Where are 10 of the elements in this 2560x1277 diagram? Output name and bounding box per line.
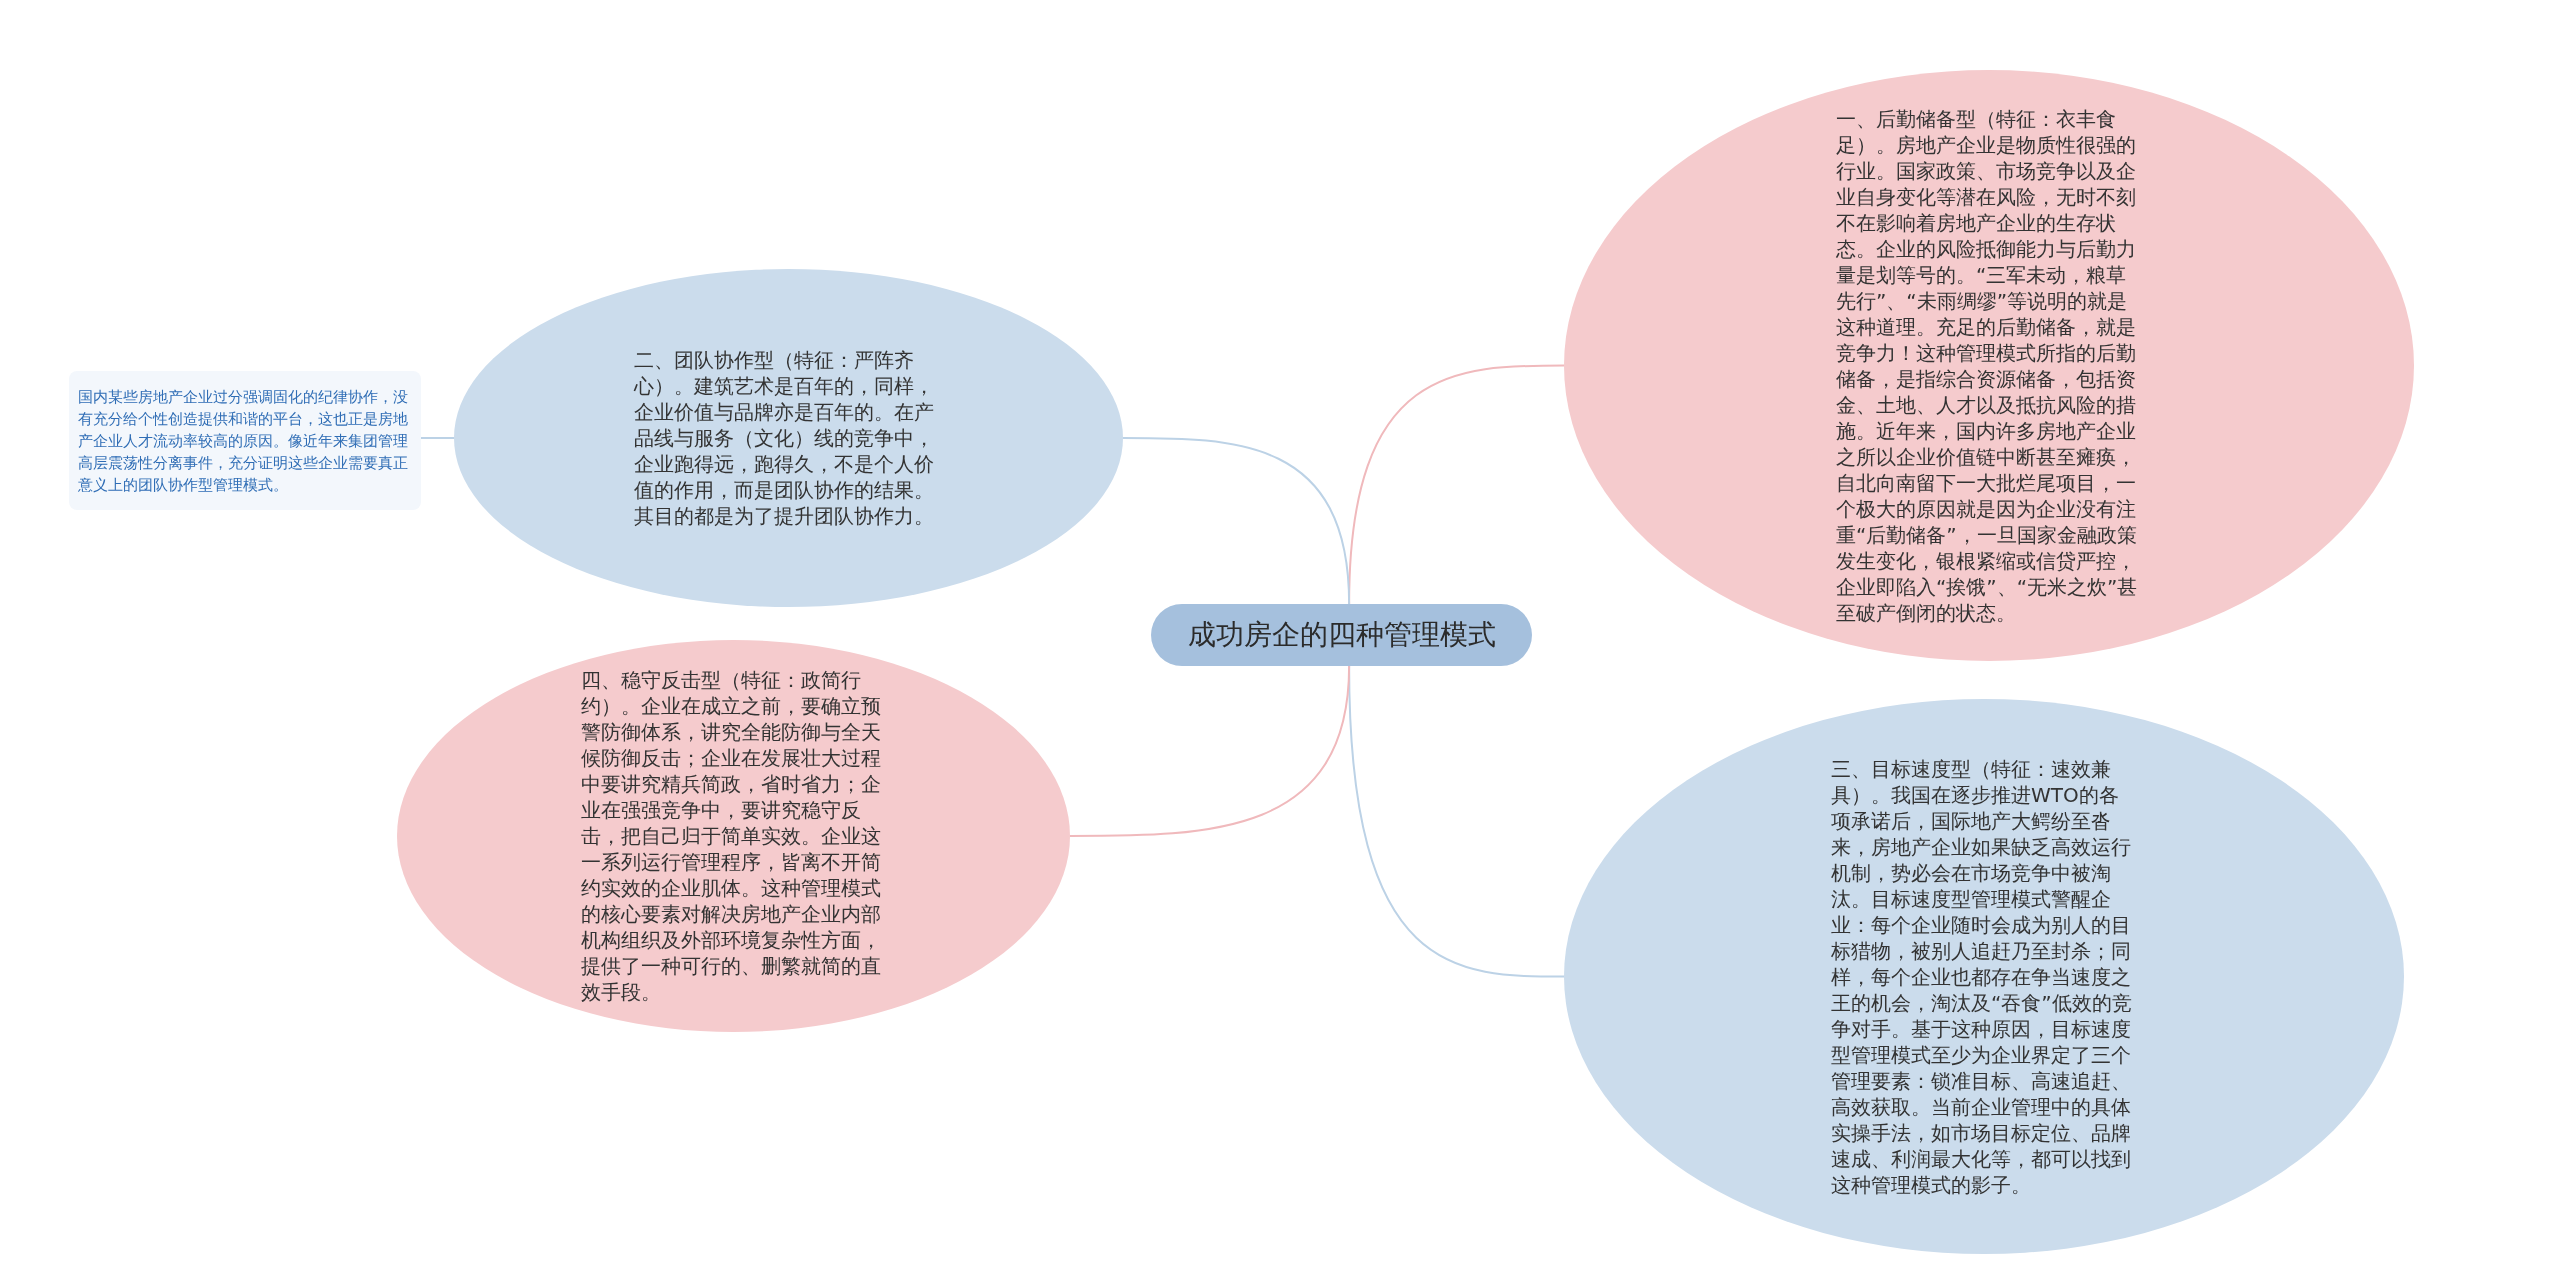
connector-line — [1122, 437, 1351, 605]
topic-title: 成功房企的四种管理模式 — [1187, 618, 1496, 652]
topic-text: 二、团队协作型（特征：严阵齐心）。建筑艺术是百年的，同样，企业价值与品牌亦是百年的。在产品线与服务（文化）线的竞争中，企业跑得远，跑得久，不是个人价值的作用，而是团队协作的结果。其目的都是为了提升团队协作力。 — [633, 347, 935, 529]
topic-text: 国内某些房地产企业过分强调固化的纪律协作，没有充分给个性创造提供和谐的平台，这也正是房地产企业人才流动率较高的原因。像近年来集团管理高层震荡性分离事件，充分证明这些企业需要真正意义上的团队协作型管理模式。 — [78, 386, 409, 496]
connector-line — [420, 437, 455, 439]
note-card — [69, 371, 421, 510]
topic-text: 三、目标速度型（特征：速效兼具）。我国在逐步推进WTO的各项承诺后，国际地产大鳄纷至沓来，房地产企业如果缺乏高效运行机制，势必会在市场竞争中被淘汰。目标速度型管理模式警醒企业：每个企业随时会成为别人的目标猎物，被别人追赶乃至封杀；同样，每个企业也都存在争当速度之王的机会，淘汰及“吞食”低效的竞争对手。基于这种原因，目标速度型管理模式至少为企业界定了三个管理要素：锁准目标、高速追赶、高效获取。当前企业管理中的具体实操手法，如市场目标定位、品牌速成、利润最大化等，都可以找到这种管理模式的影子。 — [1831, 755, 2133, 1198]
topic-text: 一、后勤储备型（特征：衣丰食足）。房地产企业是物质性很强的行业。国家政策、市场竞争以及企业自身变化等潜在风险，无时不刻不在影响着房地产企业的生存状态。企业的风险抵御能力与后勤力量是划等号的。“三军未动，粮草先行”、“未雨绸缪”等说明的就是这种道理。充足的后勤储备，就是竞争力！这种管理模式所指的后勤储备，是指综合资源储备，包括资金、土地、人才以及抵抗风险的措施。近年来，国内许多房地产企业之所以企业价值链中断甚至瘫痪，自北向南留下一大批烂尾项目，一个极大的原因就是因为企业没有注重“后勤储备”，一旦国家金融政策发生变化，银根紧缩或信贷严控，企业即陷入“挨饿”、“无米之炊”甚至破产倒闭的状态。 — [1836, 105, 2139, 626]
topic-text: 四、稳守反击型（特征：政简行约）。企业在成立之前，要确立预警防御体系，讲究全能防御与全天候防御反击；企业在发展壮大过程中要讲究精兵简政，省时省力；企业在强强竞争中，要讲究稳守反击，把自己归于简单实效。企业这一系列运行管理程序，皆离不开简约实效的企业肌体。这种管理模式的核心要素对解决房地产企业内部机构组织及外部环境复杂性方面，提供了一种可行的、删繁就简的直效手段。 — [580, 667, 882, 1005]
connector-line — [1069, 665, 1351, 837]
